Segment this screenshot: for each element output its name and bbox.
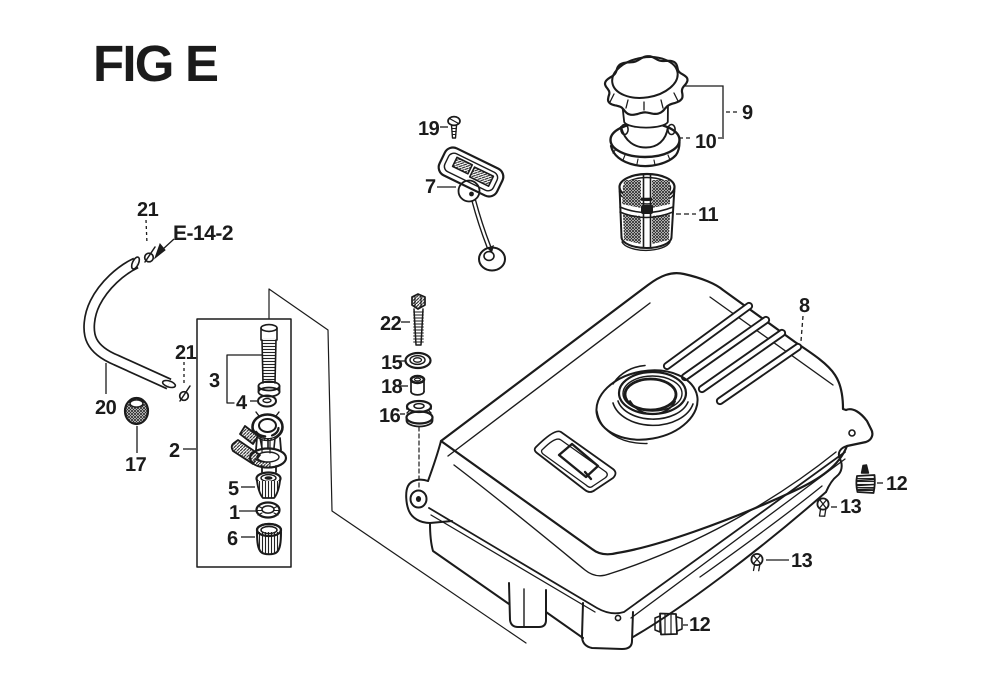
svg-text:19: 19 [418, 118, 440, 140]
svg-text:11: 11 [698, 204, 719, 226]
svg-text:9: 9 [742, 102, 753, 124]
svg-text:21: 21 [137, 199, 159, 221]
svg-text:12: 12 [886, 473, 908, 495]
svg-text:4: 4 [236, 392, 248, 414]
svg-text:15: 15 [381, 352, 403, 374]
svg-text:18: 18 [381, 376, 403, 398]
svg-text:E-14-2: E-14-2 [173, 222, 233, 245]
svg-text:FIG E: FIG E [93, 35, 218, 92]
svg-text:17: 17 [125, 454, 147, 476]
svg-text:12: 12 [689, 614, 711, 636]
svg-text:22: 22 [380, 313, 402, 335]
svg-text:3: 3 [209, 370, 220, 392]
svg-text:20: 20 [95, 397, 117, 419]
svg-text:10: 10 [695, 131, 717, 153]
svg-text:7: 7 [425, 176, 436, 198]
svg-text:13: 13 [840, 496, 862, 518]
svg-text:13: 13 [791, 550, 813, 572]
svg-text:21: 21 [175, 342, 197, 364]
svg-text:2: 2 [169, 440, 180, 462]
svg-text:1: 1 [229, 502, 240, 524]
svg-text:6: 6 [227, 528, 238, 550]
svg-text:5: 5 [228, 478, 239, 500]
svg-text:8: 8 [799, 295, 810, 317]
svg-text:16: 16 [379, 405, 401, 427]
